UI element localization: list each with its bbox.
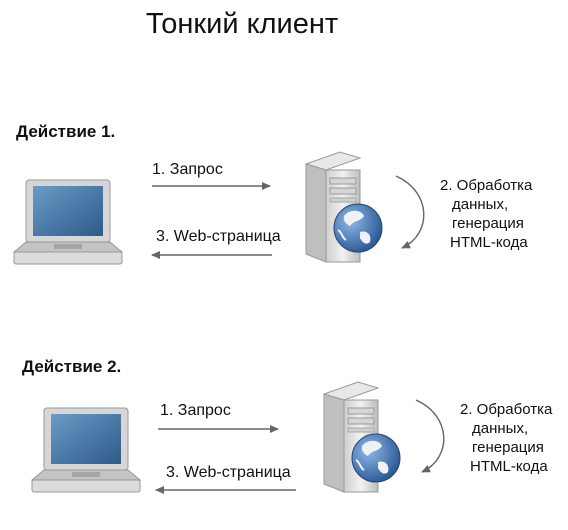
action-1-response-arrow — [151, 251, 272, 259]
laptop-icon — [12, 179, 124, 265]
action-1-response-label: 3. Web-страница — [156, 228, 281, 245]
diagram-title: Тонкий клиент — [145, 8, 339, 40]
server-icon — [322, 381, 401, 493]
action-2-processing-note: 2. Обработка данных, генерация HTML-кода — [460, 400, 552, 476]
action-2-response-arrow — [155, 486, 296, 494]
processing-line: 2. Обработка — [440, 177, 533, 194]
processing-line: HTML-кода — [450, 234, 528, 251]
action-2-request-label: 1. Запрос — [160, 402, 231, 419]
action-1-request-label: 1. Запрос — [152, 161, 223, 178]
server-icon — [304, 151, 383, 263]
action-1-heading: Действие 1. — [16, 122, 116, 141]
processing-line: HTML-кода — [470, 458, 548, 475]
action-2-response-label: 3. Web-страница — [166, 464, 291, 481]
processing-line: 2. Обработка — [460, 401, 553, 418]
action-1-processing-note: 2. Обработка данных, генерация HTML-кода — [440, 176, 532, 252]
action-1-request-arrow — [152, 182, 271, 190]
laptop-icon — [30, 407, 142, 493]
processing-line: генерация — [452, 215, 524, 232]
processing-line: данных, — [472, 420, 529, 437]
action-1-processing-arrow — [395, 175, 425, 249]
processing-line: генерация — [472, 439, 544, 456]
action-2-processing-arrow — [415, 399, 445, 473]
action-2-request-arrow — [158, 425, 279, 433]
processing-line: данных, — [452, 196, 509, 213]
action-2-heading: Действие 2. — [22, 357, 122, 376]
